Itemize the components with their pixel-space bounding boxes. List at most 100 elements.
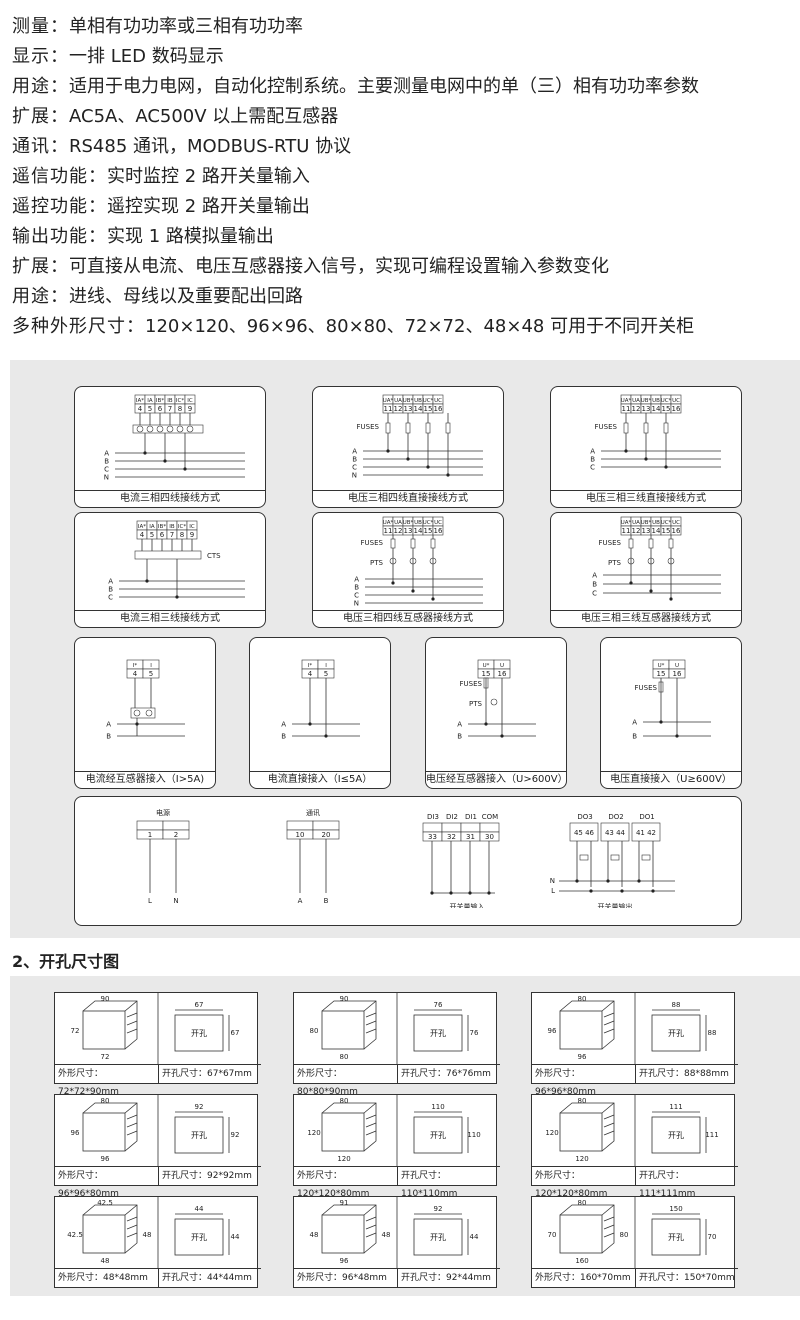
do-caption: 开关量输出 xyxy=(598,902,633,908)
dim-depth: 80 xyxy=(578,995,587,1003)
spec-line: 遥控功能：遥控实现 2 路开关量输出 xyxy=(12,192,310,222)
device-fin xyxy=(126,1114,138,1120)
comm-title: 通讯 xyxy=(306,808,320,817)
junction-dot xyxy=(135,722,139,726)
device-fin xyxy=(126,1028,138,1034)
device-fin xyxy=(126,1020,138,1026)
spec-key: 遥信功能： xyxy=(12,166,107,187)
terminal-number: 12 xyxy=(394,527,403,535)
device-fin xyxy=(603,1232,615,1238)
device-front xyxy=(559,1010,603,1050)
terminal-name: IB xyxy=(169,524,175,530)
device-front xyxy=(82,1214,126,1254)
phase-label: A xyxy=(354,576,359,584)
diagram-caption: 电流三相四线接线方式 xyxy=(75,490,265,507)
spec-line: 多种外形尺寸：120×120、96×96、80×80、72×72、48×48 可… xyxy=(12,312,694,342)
outer-dimension: 外形尺寸：96*96*80mm xyxy=(55,1166,161,1199)
outer-dimension: 外形尺寸：80*80*90mm xyxy=(294,1064,400,1097)
cutout-label: 开孔 xyxy=(191,1233,207,1242)
device-edge xyxy=(601,1102,615,1114)
terminal-name: UB xyxy=(414,398,422,404)
terminal-number: 2 xyxy=(174,831,178,839)
terminal-number: 5 xyxy=(148,405,152,413)
phase-label: B xyxy=(104,458,109,466)
outer-dimension: 外形尺寸：96*96*80mm xyxy=(532,1064,638,1097)
cutout-height: 44 xyxy=(470,1233,479,1241)
terminal-number: 4 xyxy=(133,670,138,678)
terminal-name: UB xyxy=(652,520,660,526)
terminal-number: 11 xyxy=(622,527,631,535)
terminal-head xyxy=(422,822,443,833)
diagram-caption: 电流经互感器接入（I>5A) xyxy=(75,771,215,788)
device-front xyxy=(559,1214,603,1254)
junction-dot xyxy=(620,889,624,893)
pt-coil xyxy=(647,557,655,565)
diagram-caption: 电压经互感器接入（U>600V） xyxy=(426,771,566,788)
terminal-number: 32 xyxy=(447,833,456,841)
spec-value: AC5A、AC500V 以上需配互感器 xyxy=(69,106,339,127)
cutout-hole xyxy=(651,1014,701,1052)
junction-dot xyxy=(143,451,147,455)
spec-line: 测量：单相有功功率或三相有功功率 xyxy=(12,12,303,42)
dim-depth: 91 xyxy=(340,1199,349,1207)
terminal-number: 7 xyxy=(170,531,174,539)
spec-value: 单相有功功率或三相有功功率 xyxy=(69,16,303,37)
spec-line: 显示：一排 LED 数码显示 xyxy=(12,42,224,72)
cutout-width: 92 xyxy=(434,1205,443,1213)
terminal-head xyxy=(441,822,462,833)
hole-dimension: 开孔尺寸：150*70mm xyxy=(635,1268,738,1287)
diagram-caption: 电压直接接入（U≥600V） xyxy=(601,771,741,788)
cutout-height: 92 xyxy=(231,1131,240,1139)
terminal-number: 16 xyxy=(673,670,682,678)
terminal-number: 43 44 xyxy=(605,829,626,837)
terminal-name: IC xyxy=(187,398,193,404)
pts-label: PTS xyxy=(608,559,621,567)
outer-dimension: 外形尺寸：96*48mm xyxy=(294,1268,400,1287)
cutout-hole xyxy=(651,1218,701,1256)
device-fin xyxy=(126,1224,138,1230)
dim-width: 80 xyxy=(340,1053,349,1061)
terminal-name: UA xyxy=(394,398,402,404)
ct-coil xyxy=(186,425,194,433)
diagram-caption: 电流三相三线接线方式 xyxy=(75,610,265,627)
fuse xyxy=(390,538,396,549)
terminal-name: UB* xyxy=(641,398,652,404)
device-edge xyxy=(124,1102,138,1114)
dim-height: 96 xyxy=(71,1129,80,1137)
cutout-height: 88 xyxy=(708,1029,717,1037)
dim-height: 70 xyxy=(548,1231,557,1239)
terminal-name: UA* xyxy=(383,398,394,404)
terminal-number: 13 xyxy=(404,527,413,535)
cutout-hole xyxy=(174,1014,224,1052)
wiring-diagram: 电源12LNAC220V通讯1020ABDI3DI2DI1COM33323130… xyxy=(136,808,675,917)
fuses-label: FUSES xyxy=(599,539,622,547)
device-edge xyxy=(363,1204,377,1216)
junction-dot xyxy=(386,449,390,453)
pts-label: PTS xyxy=(469,700,482,708)
pt-coil xyxy=(667,557,675,565)
device-fin xyxy=(603,1122,615,1128)
terminal-number: 10 xyxy=(296,831,305,839)
terminal-name: U* xyxy=(658,663,665,669)
ct-coil xyxy=(136,425,144,433)
terminal-name: UC* xyxy=(423,398,434,404)
terminal-name: IA* xyxy=(138,524,146,530)
terminal-number: 11 xyxy=(384,405,393,413)
do-name: DO3 xyxy=(577,813,592,821)
dim-extra: 48 xyxy=(143,1231,152,1239)
device-front xyxy=(321,1112,365,1152)
dim-height: 42.5 xyxy=(67,1231,83,1239)
phase-label: A xyxy=(108,578,113,586)
di-name: DI1 xyxy=(465,813,477,821)
terminal-number: 4 xyxy=(138,405,143,413)
junction-dot xyxy=(145,579,149,583)
fuse xyxy=(385,422,391,434)
